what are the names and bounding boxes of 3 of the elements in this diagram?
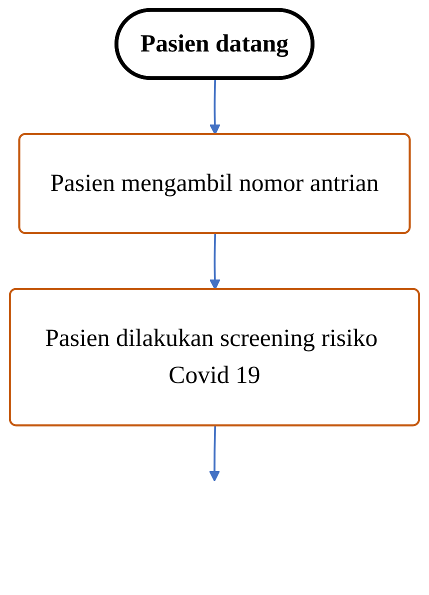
arrow [209, 426, 220, 482]
arrow [209, 78, 220, 136]
arrow [209, 234, 220, 290]
